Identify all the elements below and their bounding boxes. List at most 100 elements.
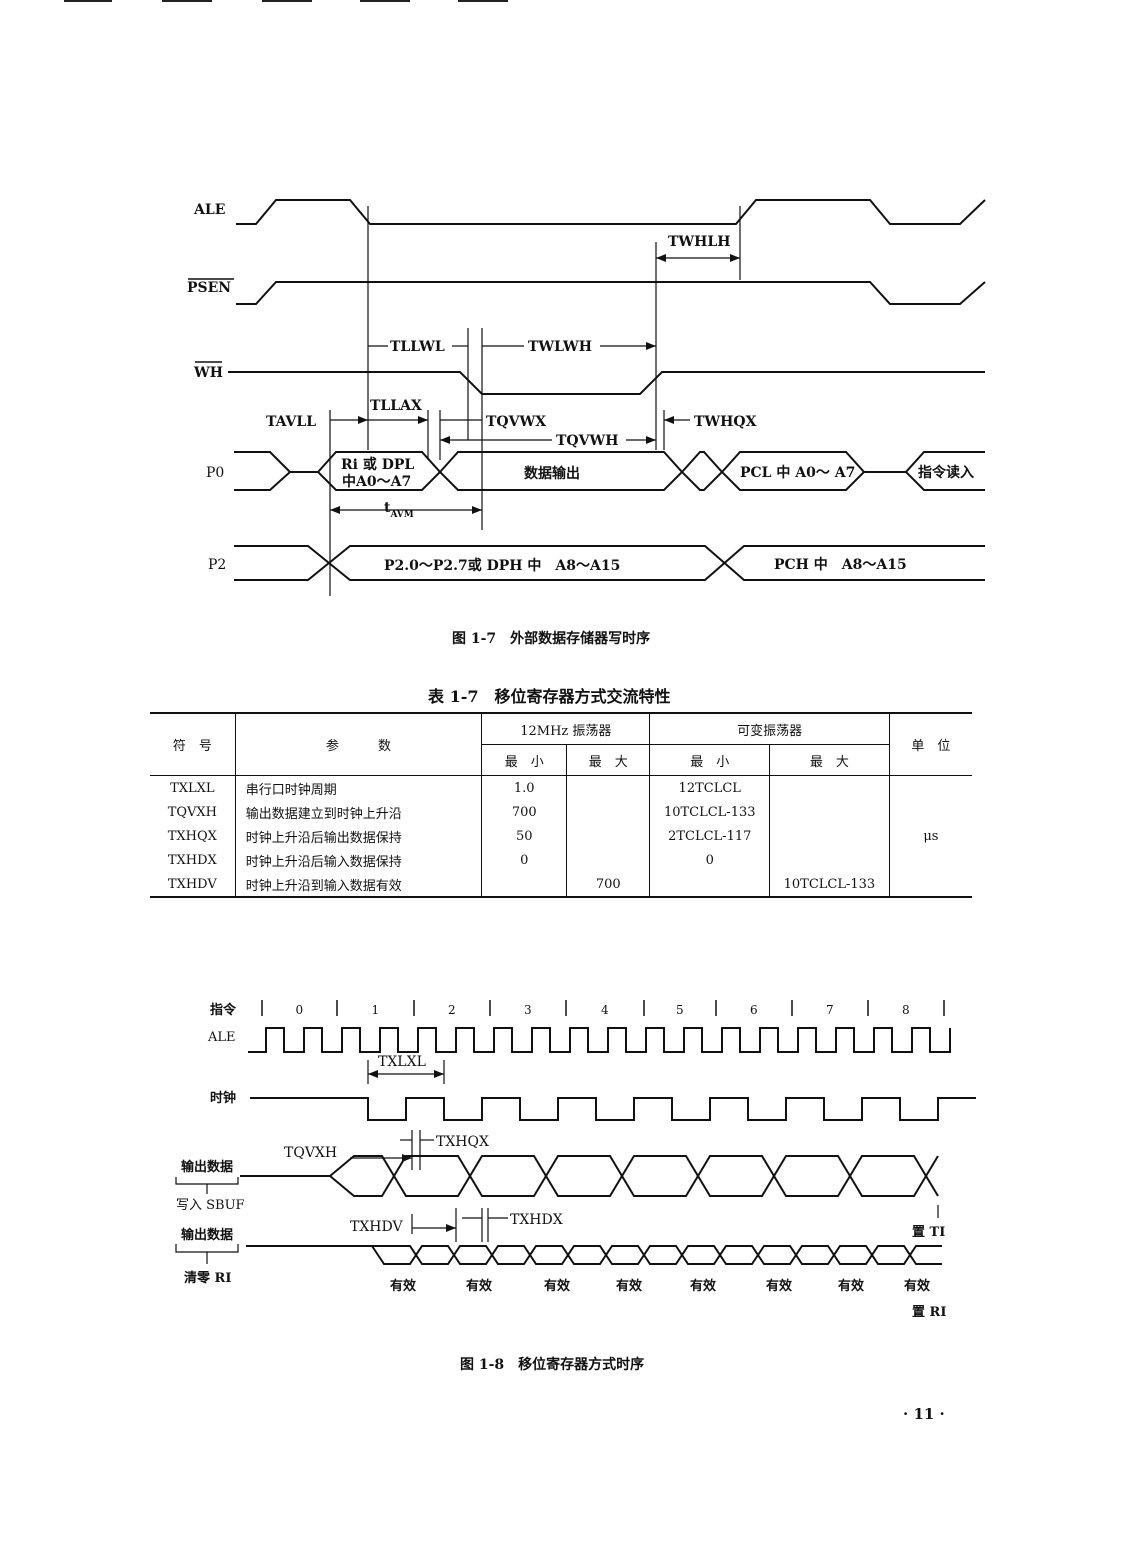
figure-1-8-caption: 图 1-8 移位寄存器方式时序 [460, 1357, 645, 1373]
ale-waveform [236, 199, 986, 225]
cell-unit: μs [888, 775, 972, 897]
table-row: TXLXL 串行口时钟周期 1.0 12TCLCL μs [150, 775, 972, 897]
cell-max12: 700 [566, 872, 650, 897]
instr-number: 4 [601, 1003, 609, 1017]
cell-maxv [769, 848, 890, 872]
tllwl-label: TLLWL [390, 339, 445, 355]
cell-symbol: TXHQX [167, 828, 217, 844]
valid-label: 有效 [838, 1278, 865, 1294]
p0-instr-read-label: 指令读入 [918, 464, 974, 481]
instr-number: 2 [448, 1003, 456, 1017]
col-12mhz-header: 12MHz 振荡器 [481, 713, 650, 745]
p0-pcl-label: PCL 中 A0～ A7 [740, 464, 855, 481]
cell-param: 输出数据建立到时钟上升沿 [234, 800, 482, 824]
set-ri-label: 置 RI [912, 1305, 946, 1320]
valid-label: 有效 [466, 1278, 493, 1294]
cell-symbol: TXLXL [170, 780, 215, 796]
scan-edge-mark [262, 0, 312, 2]
cell-maxv [769, 824, 890, 848]
clear-ri-label: 清零 RI [184, 1270, 231, 1286]
psen-label: PSEN [187, 280, 231, 296]
cell-param: 时钟上升沿到输入数据有效 [234, 872, 482, 897]
p0-turnaround [680, 451, 724, 491]
table-row: TXHDX 时钟上升沿后输入数据保持 0 0 [150, 848, 972, 872]
wh-label: WH [193, 365, 223, 381]
cell-maxv [769, 800, 890, 824]
cell-maxv: 10TCLCL-133 [769, 872, 890, 897]
cell-minv: 2TCLCL-117 [649, 824, 770, 848]
shift-register-ac-table: 符 号 参 数 12MHz 振荡器 可变振荡器 单 位 最 小 最 大 最 小 … [150, 712, 972, 898]
p0-label: P0 [206, 465, 224, 481]
col-param-header: 参 数 [234, 713, 482, 776]
wh-waveform [228, 371, 985, 395]
valid-label: 有效 [616, 1278, 643, 1294]
tqvwx-label: TQVWX [486, 414, 546, 430]
ale-square-wave [248, 1027, 951, 1053]
tllax-label: TLLAX [370, 398, 422, 414]
write-sbuf-label: 写入 SBUF [176, 1198, 245, 1213]
twhlh-label: TWHLH [668, 234, 730, 250]
twhqx-label: TWHQX [694, 414, 757, 430]
col-min-variable: 最 小 [649, 744, 770, 776]
instr-number: 5 [676, 1003, 684, 1017]
cell-min12: 50 [481, 824, 567, 848]
valid-label: 有效 [390, 1278, 417, 1294]
ale2-label: ALE [207, 1030, 236, 1045]
clock-waveform [250, 1097, 976, 1121]
scan-edge-mark [64, 0, 112, 2]
instr-number: 3 [524, 1003, 532, 1017]
txhdv-label: TXHDV [350, 1219, 403, 1235]
valid-label: 有效 [544, 1278, 571, 1294]
p2-line-b [234, 545, 985, 581]
col-min-12mhz: 最 小 [481, 744, 567, 776]
col-unit-header: 单 位 [888, 713, 972, 776]
p0-data-output-label: 数据输出 [524, 465, 580, 482]
valid-label: 有效 [690, 1278, 717, 1294]
txhqx-label: TXHQX [436, 1134, 489, 1150]
col-variable-osc-header: 可变振荡器 [649, 713, 890, 745]
timing-diagram-external-write: ALE PSEN WH TWHLH TLLWL TWLWH TA [187, 199, 986, 596]
scan-edge-mark [458, 0, 508, 2]
col-max-variable: 最 大 [769, 744, 890, 776]
cell-param: 串行口时钟周期 [234, 775, 482, 800]
instr-number: 1 [372, 1003, 380, 1017]
tavll-label: TAVLL [266, 414, 316, 430]
cell-min12: 1.0 [481, 775, 567, 800]
page-number: · 11 · [903, 1405, 945, 1423]
cell-symbol: TQVXH [167, 804, 217, 820]
cell-max12 [566, 800, 650, 824]
cell-symbol: TXHDX [167, 852, 217, 868]
tqvxh-label: TQVXH [284, 1145, 337, 1161]
cell-min12 [481, 872, 567, 897]
ale-label: ALE [193, 202, 225, 218]
instr-number: 7 [826, 1003, 834, 1017]
p0-instr-segment [904, 451, 985, 491]
col-symbol-header: 符 号 [172, 739, 212, 754]
txlxl-label: TXLXL [378, 1054, 426, 1070]
output-data-waveform [240, 1155, 939, 1197]
p0-idle-left [234, 451, 292, 491]
table-1-7-caption: 表 1-7 移位寄存器方式交流特性 [428, 687, 671, 706]
figure-1-7-caption: 图 1-7 外部数据存储器写时序 [452, 631, 651, 647]
input-data-waveform [372, 1245, 942, 1265]
table-row: TXHDV 时钟上升沿到输入数据有效 700 10TCLCL-133 [150, 872, 972, 897]
set-ti-label: 置 TI [912, 1225, 945, 1240]
output-data-label: 输出数据 [181, 1159, 233, 1175]
valid-label: 有效 [904, 1278, 931, 1294]
cell-param: 时钟上升沿后输出数据保持 [234, 824, 482, 848]
instr-row-label: 指令 [210, 1002, 237, 1018]
instr-number: 8 [902, 1003, 910, 1017]
cell-max12 [566, 848, 650, 872]
tavm-label: tAVM [384, 500, 414, 520]
output-data-waveform [329, 1155, 939, 1197]
valid-label: 有效 [766, 1278, 793, 1294]
col-max-12mhz: 最 大 [566, 744, 650, 776]
table-row: TQVXH 输出数据建立到时钟上升沿 700 10TCLCL-133 [150, 800, 972, 824]
tqvwh-label: TQVWH [556, 433, 618, 449]
p2-dph-label: P2.0～P2.7或 DPH 中 A8～A15 [384, 557, 620, 574]
cell-maxv [769, 775, 890, 800]
p0-ri-dpl-label: Ri 或 DPL [341, 456, 414, 473]
cell-param: 时钟上升沿后输入数据保持 [234, 848, 482, 872]
